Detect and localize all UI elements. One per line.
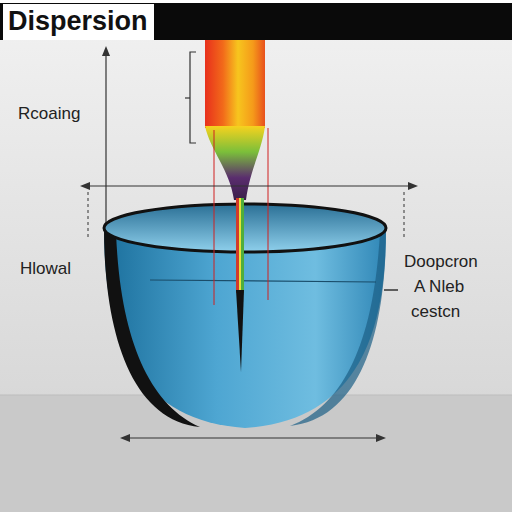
diagram-title: Dispersion <box>3 4 154 40</box>
part-label: Doopcron <box>404 252 478 272</box>
part-label: cestcn <box>411 302 460 322</box>
part-label: Rcoaing <box>18 104 80 124</box>
part-label: Hlowal <box>20 259 71 279</box>
part-label: A Nleb <box>414 277 464 297</box>
